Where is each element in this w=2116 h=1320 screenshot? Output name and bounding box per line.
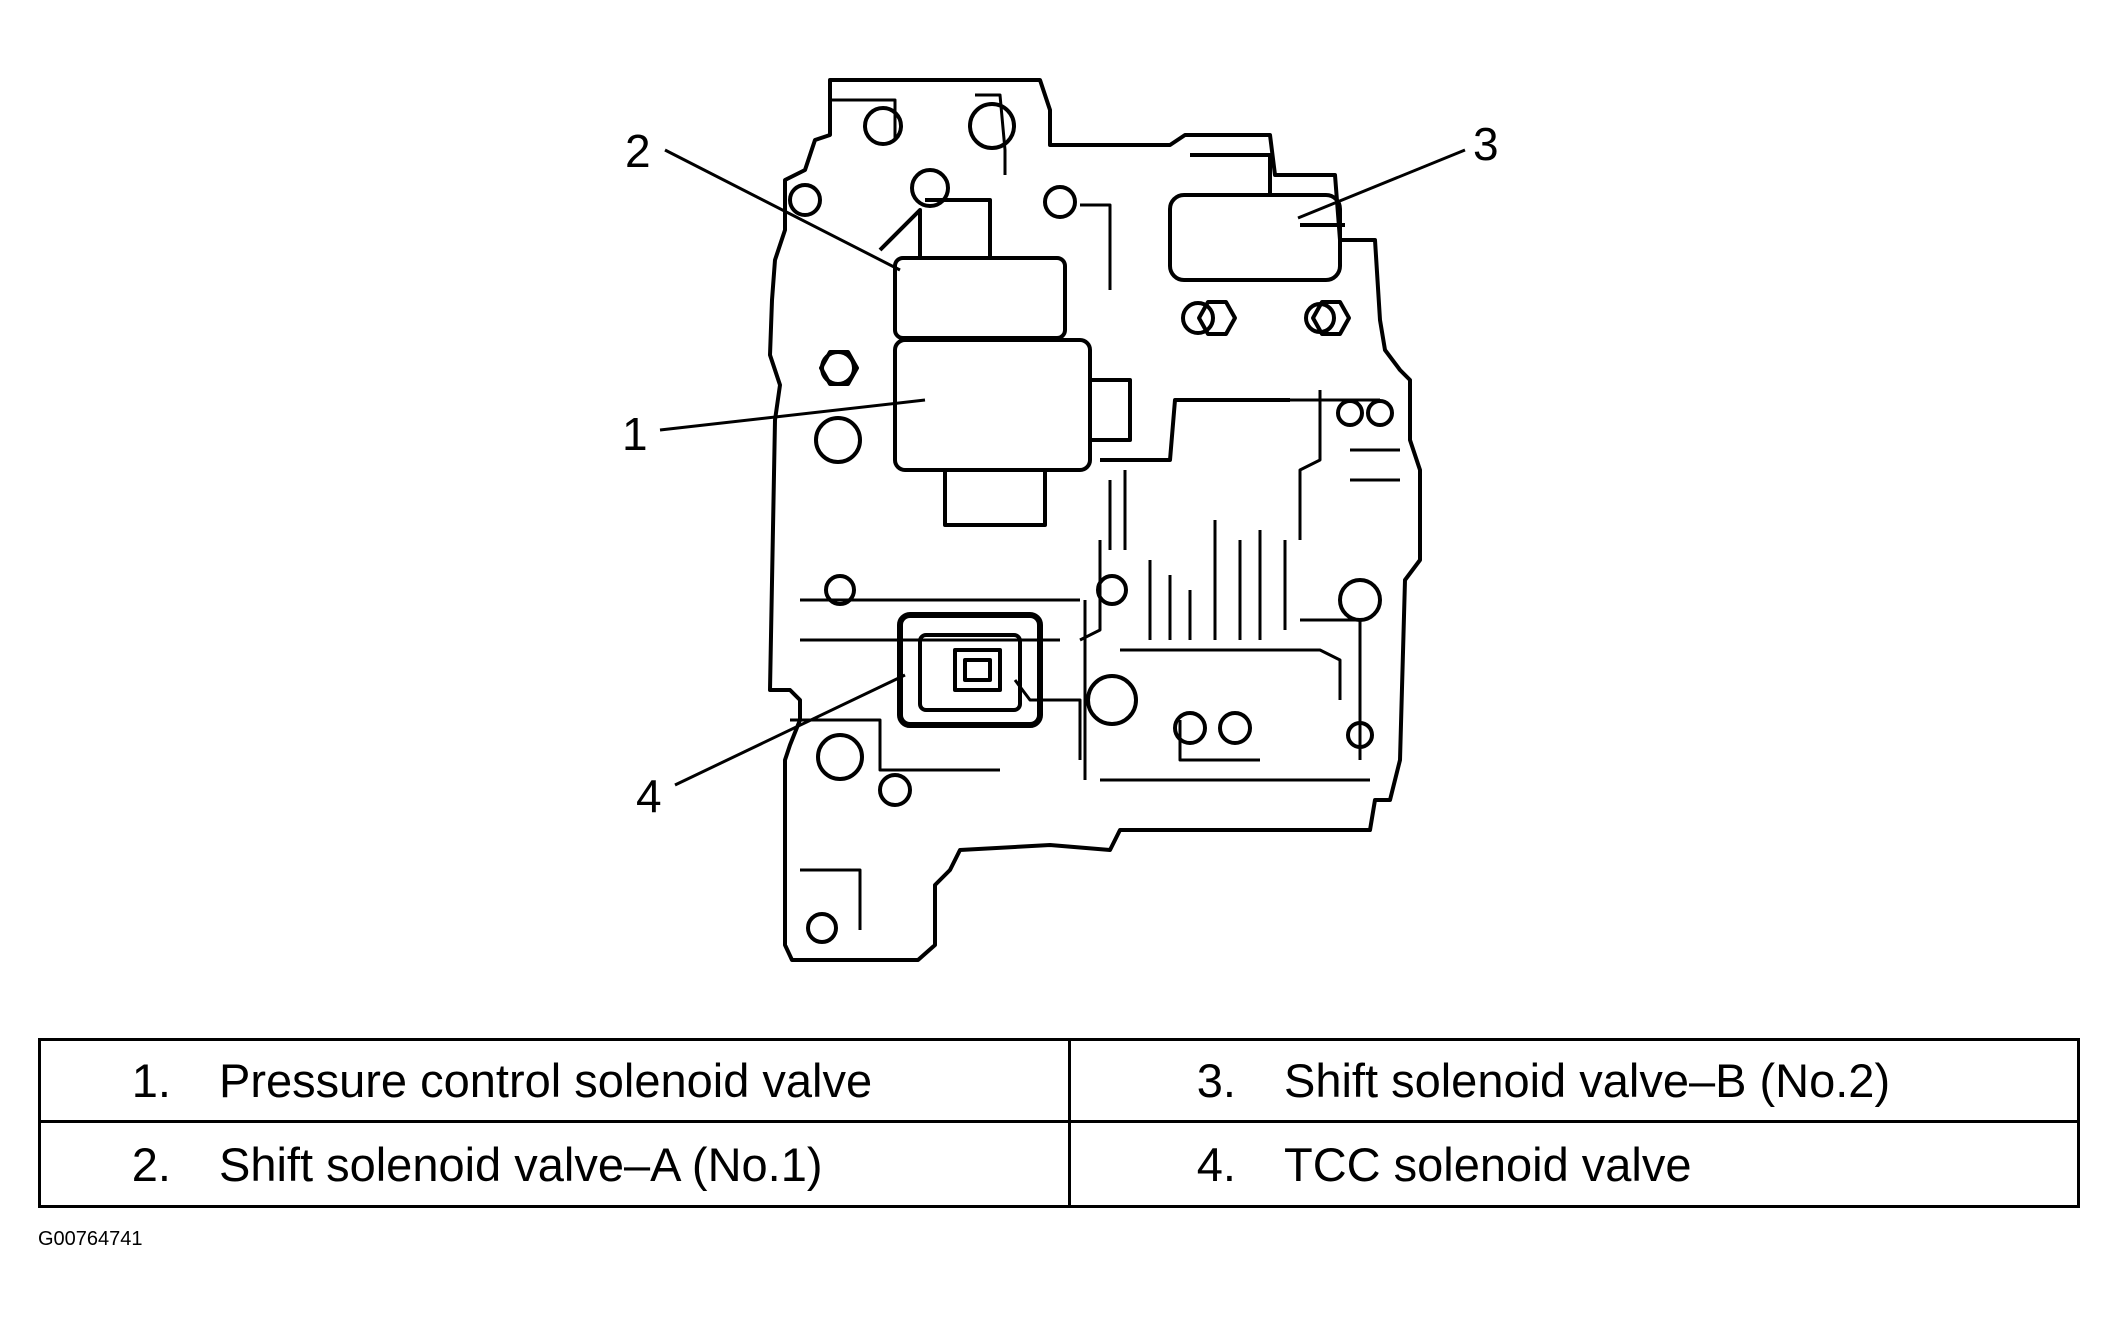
bolt-hole (824, 574, 856, 606)
callout-4: 4 (636, 770, 662, 822)
bolt-hole (968, 102, 1016, 150)
shift-solenoid-b-connector (1190, 153, 1345, 227)
legend-cell: 4. TCC solenoid valve (1071, 1123, 2077, 1205)
shift-solenoid-a (893, 256, 1067, 340)
tcc-solenoid-terminal (953, 648, 1002, 692)
leader-line-4 (674, 673, 906, 787)
legend-number: 1. (131, 1054, 171, 1107)
shift-solenoid-a-connector (878, 198, 992, 258)
hex-bolt (1311, 300, 1351, 336)
bolt-hole (1043, 185, 1077, 219)
hex-bolt (819, 350, 859, 386)
legend-label: Pressure control solenoid valve (219, 1054, 873, 1107)
passage-lines (790, 93, 1400, 930)
bolt-hole (863, 106, 903, 146)
bolt-hole (788, 183, 822, 217)
tcc-solenoid-housing (897, 612, 1043, 728)
legend-cell: 3. Shift solenoid valve–B (No.2) (1071, 1041, 2077, 1123)
tcc-solenoid-inner (918, 633, 1022, 712)
legend-label: Shift solenoid valve–A (No.1) (219, 1137, 823, 1191)
legend-table: 1. Pressure control solenoid valve 3. Sh… (38, 1038, 2080, 1208)
legend-label: TCC solenoid valve (1284, 1137, 1692, 1191)
bolt-hole (1218, 711, 1252, 745)
leader-line-2 (664, 148, 901, 272)
pressure-control-solenoid-plug (943, 468, 1047, 527)
legend-cell: 2. Shift solenoid valve–A (No.1) (41, 1123, 1071, 1205)
bolt-hole (1336, 399, 1364, 427)
bolt-hole (1366, 399, 1394, 427)
valve-body-outline (768, 78, 1422, 962)
hex-bolt (1197, 300, 1237, 336)
bolt-hole (816, 733, 864, 781)
legend-number: 2. (131, 1137, 171, 1191)
bolt-hole (806, 912, 838, 944)
bolt-hole (1086, 674, 1138, 726)
figure-id: G00764741 (38, 1228, 143, 1250)
bolt-hole (1346, 721, 1374, 749)
bolt-hole (1173, 711, 1207, 745)
callout-3: 3 (1473, 118, 1499, 170)
legend-cell: 1. Pressure control solenoid valve (41, 1041, 1071, 1123)
callout-1: 1 (622, 408, 648, 460)
pressure-control-solenoid-rod (1090, 378, 1290, 462)
callout-2: 2 (625, 125, 651, 177)
leader-line-1 (659, 398, 926, 432)
valve-body-diagram: 1 2 3 4 (622, 78, 1499, 962)
bolt-hole (910, 168, 950, 208)
tcc-solenoid-terminal-inner (963, 658, 992, 682)
legend-label: Shift solenoid valve–B (No.2) (1284, 1054, 1891, 1107)
bolt-hole (814, 416, 862, 464)
bolt-hole (1181, 301, 1215, 335)
leader-line-3 (1297, 148, 1466, 220)
bolt-hole (1338, 578, 1382, 622)
legend-number: 3. (1196, 1054, 1236, 1107)
bolt-hole (878, 773, 912, 807)
legend-number: 4. (1196, 1137, 1236, 1191)
pressure-control-solenoid (893, 338, 1092, 472)
bolt-hole (1096, 574, 1128, 606)
shift-solenoid-b (1168, 193, 1342, 282)
